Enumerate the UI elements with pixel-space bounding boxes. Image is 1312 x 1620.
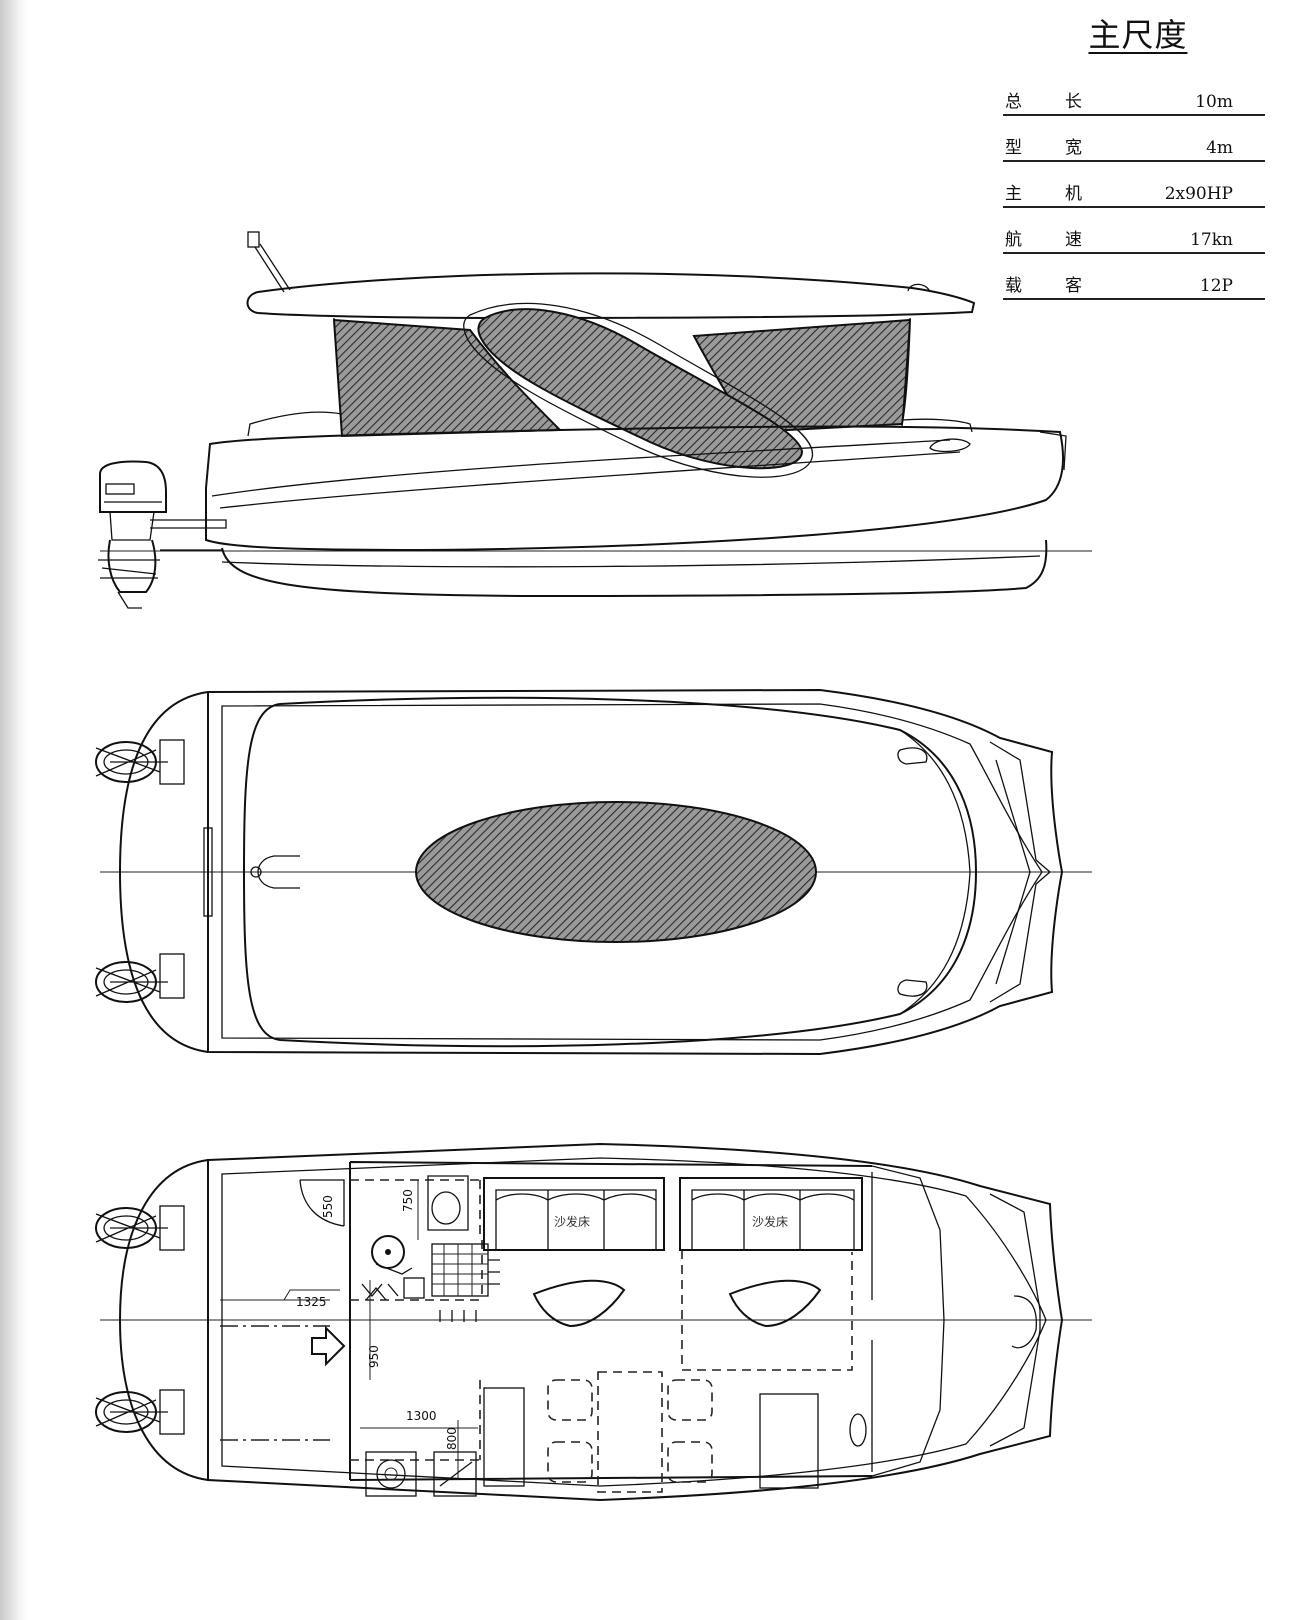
- bow-frame: [989, 741, 1051, 1003]
- plan-hull-outline: [207, 1142, 1064, 1502]
- spec-table: 主尺度 总 长 10m 型 宽 4m 主 机 2x90HP 航 速 17kn 载…: [1003, 10, 1265, 300]
- cabin-pillars: [333, 317, 911, 437]
- companion-stairs: [431, 1243, 500, 1322]
- spec-key-char: 宽: [1065, 138, 1082, 158]
- spec-table-title: 主尺度: [1088, 16, 1188, 54]
- sofa-bed-fwd: [679, 1177, 863, 1251]
- table-fwd: [728, 1279, 822, 1328]
- side-counter: [483, 1387, 525, 1487]
- dim-1325-text: 1325: [296, 1295, 327, 1309]
- galley-stove: [365, 1451, 417, 1497]
- deck-rails: [247, 411, 973, 437]
- sofa-bed-label-fwd: 沙发床: [752, 1214, 788, 1229]
- steering-wheel: [849, 1413, 867, 1447]
- roof-skylight: [415, 801, 817, 943]
- page-edge-shadow: [0, 0, 28, 1620]
- dining-seats: [547, 1371, 713, 1493]
- plan-deck-inner: [221, 1157, 1047, 1487]
- plan-bow-hatch: [1011, 1295, 1038, 1349]
- plan-bow-frame: [989, 1193, 1041, 1447]
- bow-frame-inner: [995, 759, 1031, 985]
- outboard-engine-side: [98, 460, 167, 609]
- dim-1325-line: [220, 1289, 340, 1301]
- table-aft: [532, 1279, 626, 1328]
- small-cabinet: [403, 1277, 425, 1299]
- dim-800-text: 800: [445, 1427, 459, 1450]
- spec-value: 12P: [1199, 276, 1233, 296]
- partition-dashed-lines: [350, 1179, 483, 1461]
- side-window-oval: [477, 308, 804, 470]
- spec-key-char: 型: [1005, 138, 1022, 158]
- aft-door-frame: [300, 1179, 345, 1226]
- entry-arrow-icon: [311, 1325, 346, 1367]
- spec-value: 10m: [1195, 92, 1233, 112]
- spec-key-char: 速: [1065, 230, 1082, 250]
- cabin-walls: [349, 1161, 873, 1481]
- spec-row-passengers: 载 客 12P: [1003, 254, 1265, 300]
- galley-sink: [433, 1451, 477, 1497]
- hull-upper: [205, 425, 1065, 552]
- centerline-dash-dot: [220, 1325, 330, 1441]
- windshield-edge: [899, 729, 971, 1015]
- layout-plan: 1325 550 750 950 1300 800: [95, 1142, 1092, 1502]
- side-window-oval-frame: [463, 302, 814, 478]
- spec-row-length: 总 长 10m: [1003, 70, 1265, 116]
- sofa-bed-aft: [483, 1177, 665, 1251]
- hull-pontoon: [221, 539, 1048, 598]
- spec-value: 4m: [1206, 138, 1233, 158]
- spec-row-engine: 主 机 2x90HP: [1003, 162, 1265, 208]
- outboard-engine-top-upper: [95, 741, 168, 783]
- top-view: [95, 688, 1092, 1056]
- spec-value: 2x90HP: [1164, 184, 1233, 204]
- antenna-mast: [247, 231, 291, 293]
- spec-row-beam: 型 宽 4m: [1003, 116, 1265, 162]
- engine-mount-lower: [159, 953, 185, 999]
- spec-key-char: 航: [1005, 230, 1022, 250]
- spec-key-char: 载: [1005, 276, 1022, 296]
- dim-1300-text: 1300: [406, 1409, 437, 1423]
- antenna-mount: [257, 855, 300, 889]
- aft-door-swing: [299, 1179, 345, 1227]
- spec-key-char: 机: [1065, 184, 1082, 204]
- sofa-bed-extension: [681, 1250, 853, 1371]
- transom-bracket: [150, 519, 227, 551]
- dim-750-text: 750: [401, 1189, 415, 1212]
- roof-hardtop: [246, 272, 976, 320]
- bow-rail: [1039, 431, 1067, 471]
- transom-outline: [118, 691, 209, 1053]
- roof-light: [907, 283, 931, 293]
- antenna-base: [250, 866, 262, 878]
- transom-step: [203, 827, 213, 917]
- hull-sheer-lines: [211, 439, 961, 509]
- spec-key-char: 主: [1005, 184, 1022, 204]
- spec-row-speed: 航 速 17kn: [1003, 208, 1265, 254]
- roof-top-outline: [242, 696, 978, 1048]
- deck-inner-line: [221, 703, 1043, 1041]
- deck-outline: [207, 688, 1064, 1056]
- plan-outboard-upper: [95, 1207, 168, 1249]
- bow-hatch: [929, 438, 971, 453]
- stair-arrows: [361, 1283, 399, 1301]
- side-elevation: [98, 231, 1092, 609]
- spec-value: 17kn: [1190, 230, 1233, 250]
- dim-950-text: 950: [367, 1345, 381, 1368]
- hull-chine: [221, 555, 1041, 568]
- plan-transom-outline: [118, 1159, 209, 1481]
- helm-seat: [759, 1393, 819, 1489]
- outboard-engine-top-lower: [95, 961, 168, 1003]
- sofa-bed-label-aft: 沙发床: [554, 1214, 590, 1229]
- roof-lights: [897, 747, 928, 997]
- dim-550-text: 550: [321, 1195, 335, 1218]
- spec-key-char: 客: [1065, 276, 1082, 296]
- spec-key-char: 长: [1065, 92, 1082, 112]
- plan-outboard-lower: [95, 1391, 168, 1433]
- helm-console: [871, 1165, 945, 1477]
- spec-key-char: 总: [1005, 92, 1022, 112]
- toilet: [427, 1175, 469, 1231]
- wash-basin: [371, 1235, 413, 1275]
